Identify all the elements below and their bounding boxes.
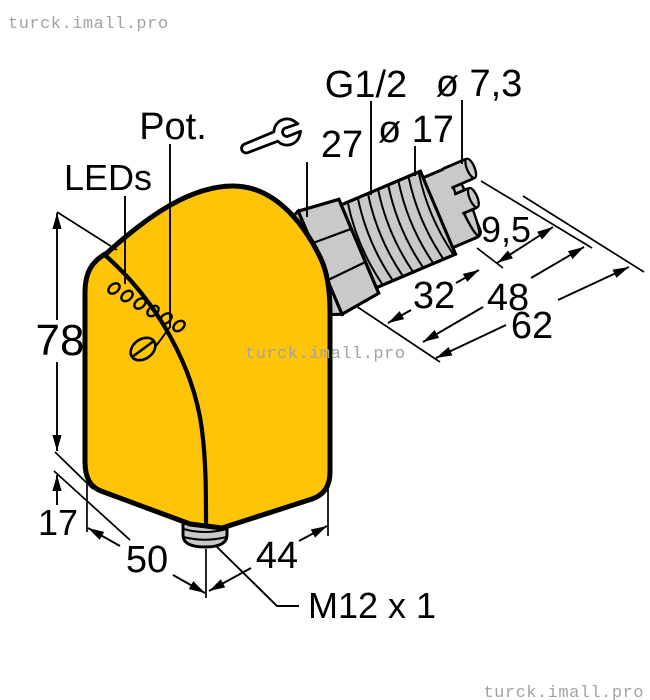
housing-front-edge [103, 253, 209, 528]
dim-50-line [87, 527, 121, 547]
dim-44-line [208, 567, 252, 592]
dim-17-value: 17 [38, 502, 78, 543]
watermark-bottom-right: turck.imall.pro [483, 684, 644, 700]
m12-thread-band [183, 536, 227, 541]
led-dot [172, 319, 186, 333]
dim-32-value: 32 [413, 275, 455, 317]
dim-48-value: 48 [487, 277, 529, 319]
label-m12-connector: M12 x 1 [308, 585, 436, 626]
led-dot [120, 289, 134, 303]
dim-50-value: 50 [126, 539, 168, 581]
dim-48-line [422, 306, 484, 343]
label-thread-size: G1/2 [325, 64, 407, 106]
label-wrench-size: 27 [321, 124, 363, 166]
sensor-housing [82, 183, 333, 531]
leader-pot [155, 144, 171, 347]
potentiometer-slot [130, 339, 156, 359]
dim-62-value: 62 [511, 305, 553, 347]
probe-assembly [281, 157, 482, 317]
dim-32-line [455, 269, 480, 284]
label-leds: LEDs [64, 157, 152, 198]
label-probe-diameter: ø 17 [378, 109, 454, 151]
dim-44-line [298, 525, 328, 542]
extension-lines [53, 180, 645, 598]
dim-9-5-line [496, 226, 554, 264]
dim-62-line [557, 266, 630, 301]
dim-50-line [172, 574, 206, 594]
dim-44-value: 44 [256, 535, 298, 577]
led-dot [159, 312, 173, 325]
dim-78-value: 78 [36, 316, 85, 365]
watermark-top-left: turck.imall.pro [8, 15, 169, 34]
wrench-icon [240, 117, 302, 155]
led-indicators [107, 282, 186, 333]
label-potentiometer: Pot. [139, 106, 207, 148]
probe-tip-upper-face [464, 157, 478, 180]
leader-m12 [215, 545, 299, 607]
leader-lines [124, 100, 463, 607]
dim-62-line [435, 324, 507, 359]
dim-48-line [530, 246, 585, 279]
potentiometer-screw [129, 336, 157, 362]
led-dot [107, 282, 121, 295]
dim-9-5-value: 9,5 [481, 209, 531, 250]
probe-tip-lower-face [466, 186, 480, 209]
watermark-center: turck.imall.pro [245, 345, 406, 364]
hex-facet-line-top [311, 227, 352, 245]
dimension-lines [52, 213, 630, 594]
led-dot [146, 304, 160, 318]
label-tip-diameter: ø 7,3 [436, 63, 523, 105]
hex-facet-line-bottom [327, 260, 366, 282]
dim-32-line [387, 309, 412, 324]
led-dot [133, 297, 147, 310]
thread-crests [346, 171, 455, 286]
